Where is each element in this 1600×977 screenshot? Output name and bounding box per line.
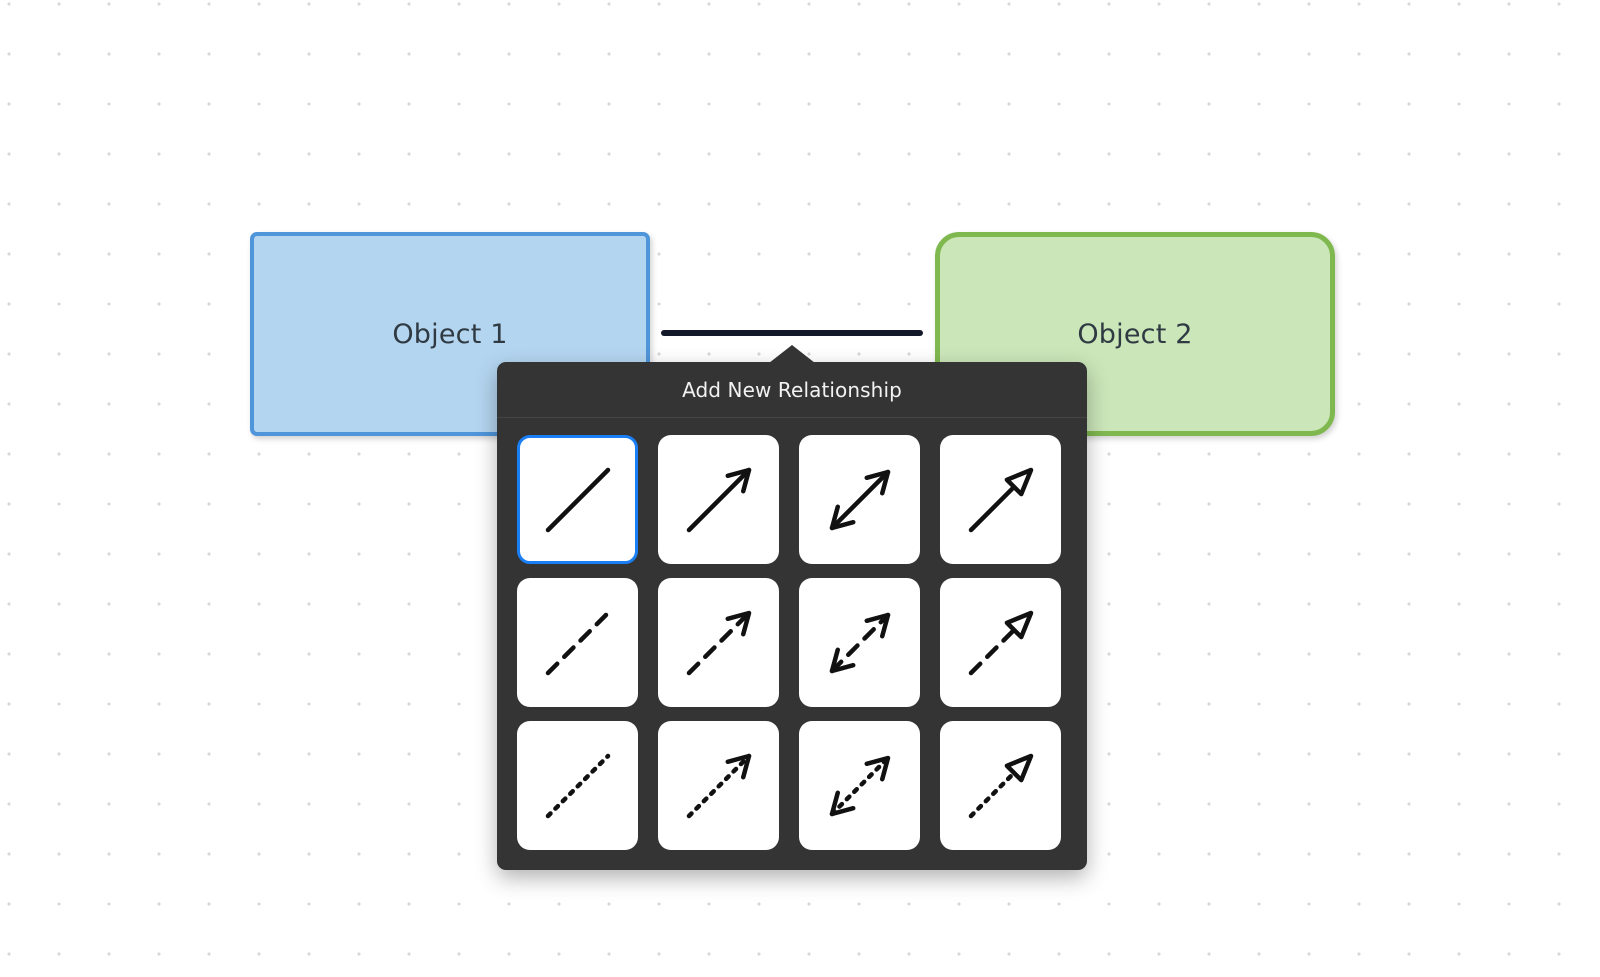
solid-plain-line-icon xyxy=(535,457,621,543)
relationship-option-6[interactable] xyxy=(799,578,920,707)
solid-hollow-arrow-icon xyxy=(958,457,1044,543)
node-object-1[interactable]: Object 1 xyxy=(250,232,650,436)
dotted-double-arrow-icon xyxy=(817,743,903,829)
solid-single-arrow-icon xyxy=(676,457,762,543)
relationship-option-8[interactable] xyxy=(517,721,638,850)
dotted-hollow-arrow-icon xyxy=(958,743,1044,829)
add-relationship-popup: Add New Relationship xyxy=(497,345,1087,870)
relationship-option-0[interactable] xyxy=(517,435,638,564)
relationship-option-9[interactable] xyxy=(658,721,779,850)
solid-double-arrow-icon xyxy=(817,457,903,543)
dashed-hollow-arrow-icon xyxy=(958,600,1044,686)
dashed-single-arrow-icon xyxy=(676,600,762,686)
relationship-style-grid xyxy=(497,418,1087,870)
relationship-option-4[interactable] xyxy=(517,578,638,707)
relationship-option-11[interactable] xyxy=(940,721,1061,850)
node-object-1-label: Object 1 xyxy=(392,318,508,350)
dotted-plain-line-icon xyxy=(535,743,621,829)
popup-header: Add New Relationship xyxy=(497,362,1087,418)
dashed-plain-line-icon xyxy=(535,600,621,686)
relationship-option-10[interactable] xyxy=(799,721,920,850)
popup-pointer-notch xyxy=(769,345,815,363)
connector-line[interactable] xyxy=(661,330,923,336)
relationship-option-7[interactable] xyxy=(940,578,1061,707)
relationship-option-1[interactable] xyxy=(658,435,779,564)
relationship-option-5[interactable] xyxy=(658,578,779,707)
node-object-2-label: Object 2 xyxy=(1077,318,1193,350)
popup-title: Add New Relationship xyxy=(682,377,902,402)
dashed-double-arrow-icon xyxy=(817,600,903,686)
relationship-option-3[interactable] xyxy=(940,435,1061,564)
node-object-2[interactable]: Object 2 xyxy=(935,232,1335,436)
relationship-option-2[interactable] xyxy=(799,435,920,564)
dotted-single-arrow-icon xyxy=(676,743,762,829)
